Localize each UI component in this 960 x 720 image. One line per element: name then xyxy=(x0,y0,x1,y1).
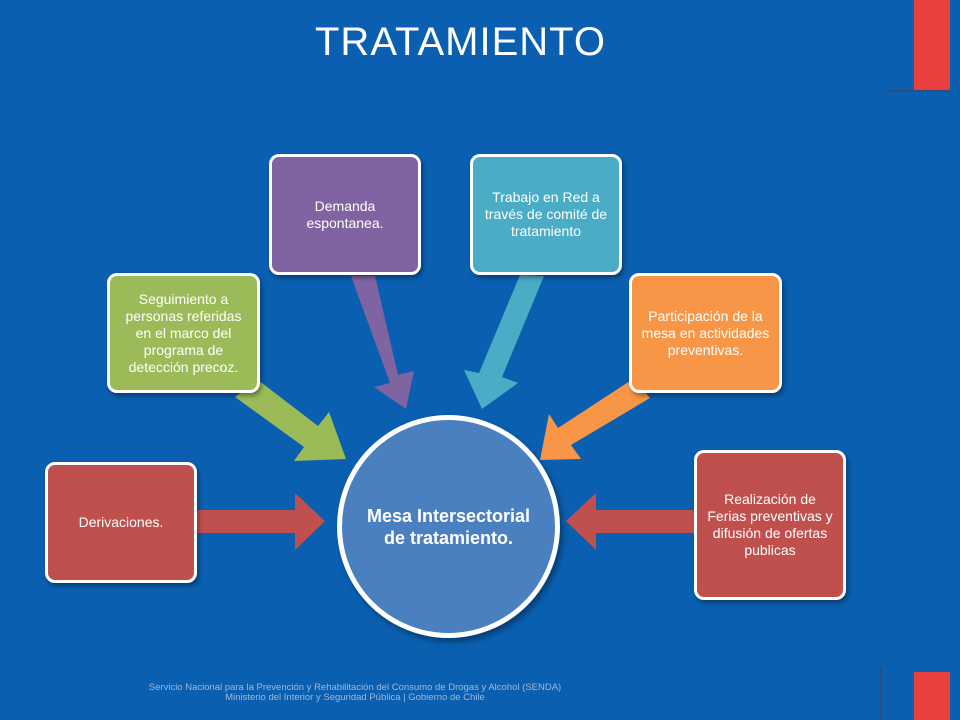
node-derivaciones-label: Derivaciones. xyxy=(78,514,164,530)
arrow-ferias xyxy=(566,493,696,550)
footer-line-2: Ministerio del Interior y Seguridad Públ… xyxy=(225,692,485,703)
node-participacion-label: Participación de la mesa en actividades … xyxy=(641,307,770,358)
node-ferias: Realización de Ferias preventivas y difu… xyxy=(694,450,846,600)
arrow-derivaciones xyxy=(195,493,325,550)
corner-accent-top xyxy=(914,0,950,90)
node-demanda: Demanda espontanea. xyxy=(269,154,421,275)
corner-accent-bottom xyxy=(914,672,950,720)
arrow-participacion xyxy=(540,379,650,460)
slide-title: TRATAMIENTO xyxy=(315,20,606,64)
node-trabajo-red-label: Trabajo en Red a través de comité de tra… xyxy=(484,189,608,239)
corner-line-top xyxy=(885,90,950,92)
arrow-seguimiento xyxy=(235,380,346,461)
node-demanda-label: Demanda espontanea. xyxy=(306,197,384,231)
node-trabajo-red: Trabajo en Red a través de comité de tra… xyxy=(470,154,622,275)
node-seguimiento: Seguimiento a personas referidas en el m… xyxy=(107,273,260,393)
center-node-label: Mesa Intersectorial de tratamiento. xyxy=(366,505,531,548)
corner-line-bottom xyxy=(880,668,882,720)
node-seguimiento-label: Seguimiento a personas referidas en el m… xyxy=(125,290,242,375)
center-node: Mesa Intersectorial de tratamiento. xyxy=(337,415,560,638)
node-participacion: Participación de la mesa en actividades … xyxy=(629,273,782,393)
node-ferias-label: Realización de Ferias preventivas y difu… xyxy=(707,491,833,558)
footer-line-1: Servicio Nacional para la Prevención y R… xyxy=(148,682,562,693)
arrow-demanda xyxy=(351,276,414,409)
footer: Servicio Nacional para la Prevención y R… xyxy=(60,683,650,703)
arrow-trabajo-red xyxy=(464,275,544,409)
node-derivaciones: Derivaciones. xyxy=(45,462,197,583)
